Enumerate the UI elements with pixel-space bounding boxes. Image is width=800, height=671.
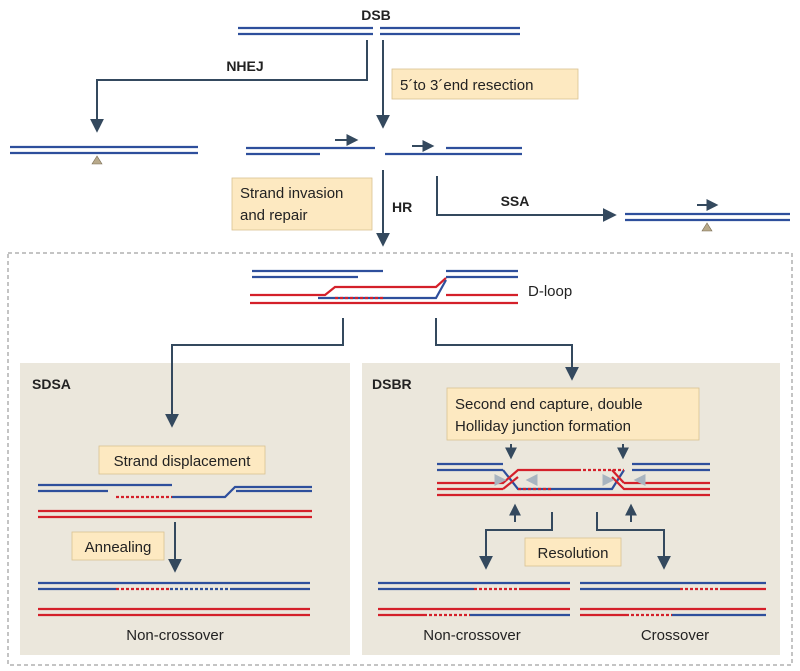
strand-invasion-label-2: and repair bbox=[240, 207, 308, 224]
ssa-label: SSA bbox=[501, 193, 530, 209]
dsb-label: DSB bbox=[361, 7, 391, 23]
sdsa-arrow bbox=[165, 318, 344, 428]
dsbr-non-crossover-label: Non-crossover bbox=[423, 627, 521, 644]
dsbr-crossover-dna bbox=[580, 581, 766, 617]
sdsa-panel bbox=[20, 363, 350, 655]
crossover-arrow bbox=[596, 512, 671, 570]
nhej-arrow bbox=[90, 40, 368, 133]
dsbr-crossover-label: Crossover bbox=[641, 627, 709, 644]
nhej-product-dna bbox=[10, 145, 198, 155]
dsbr-label: DSBR bbox=[372, 376, 412, 392]
sdsa-label: SDSA bbox=[32, 376, 71, 392]
sdsa-outcome-label: Non-crossover bbox=[126, 627, 224, 644]
resected-dna bbox=[246, 146, 522, 156]
annealing-box bbox=[71, 531, 165, 561]
non-crossover-arrow bbox=[479, 512, 553, 570]
dsbr-non-crossover-dna bbox=[378, 581, 570, 617]
d-loop-dna bbox=[250, 269, 518, 305]
resection-label-box bbox=[391, 68, 579, 100]
strand-invasion-box bbox=[231, 177, 373, 231]
resolution-box bbox=[524, 537, 622, 567]
second-end-box bbox=[446, 387, 700, 441]
double-holliday-junction-dna bbox=[437, 462, 710, 497]
hr-outcomes-frame bbox=[7, 252, 793, 666]
dsb-dna bbox=[238, 26, 520, 36]
nhej-lesion-marker bbox=[91, 155, 103, 165]
strand-invasion-label-1: Strand invasion bbox=[240, 185, 343, 202]
annealing-label: Annealing bbox=[85, 539, 152, 556]
strand-displacement-box bbox=[98, 445, 266, 475]
resolution-label: Resolution bbox=[538, 545, 609, 562]
second-end-label-1: Second end capture, double bbox=[455, 396, 643, 413]
strand-displacement-dna bbox=[38, 483, 312, 519]
strand-displacement-label: Strand displacement bbox=[114, 453, 252, 470]
second-end-label-2: Holliday junction formation bbox=[455, 418, 631, 435]
resection-label: 5´to 3´end resection bbox=[400, 77, 533, 94]
ssa-product-dna bbox=[625, 212, 790, 222]
sdsa-product-dna bbox=[38, 581, 310, 617]
ssa-arrow bbox=[436, 176, 617, 222]
d-loop-label: D-loop bbox=[528, 283, 572, 300]
nhej-label: NHEJ bbox=[226, 58, 263, 74]
ssa-lesion-marker bbox=[701, 222, 713, 232]
hr-label: HR bbox=[392, 199, 412, 215]
dsbr-arrow bbox=[435, 318, 579, 381]
